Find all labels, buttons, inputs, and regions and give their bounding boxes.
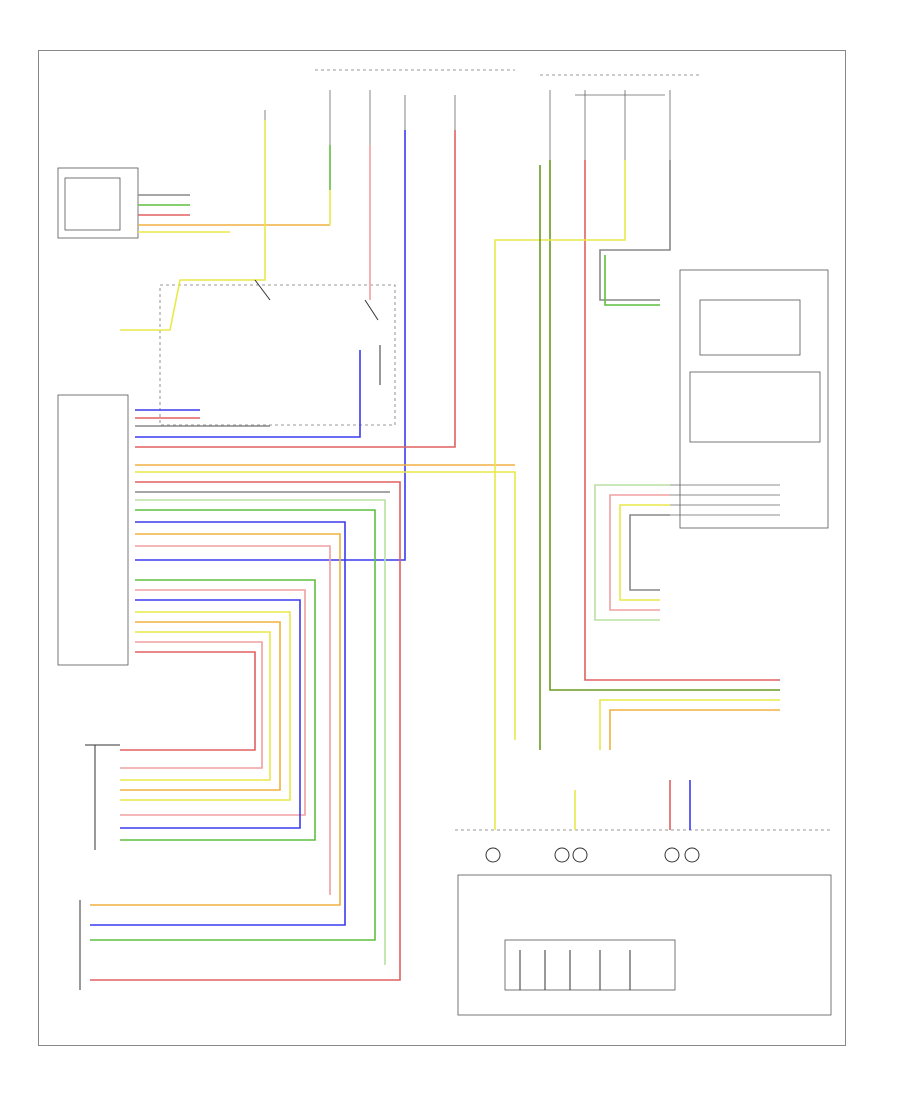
yaw-sensor-wires [138,194,330,233]
diagram-border [38,50,846,1046]
switch-icon [254,279,381,385]
steering-sensor-wires [494,160,780,830]
abs-control-module [57,394,129,666]
yellow-feed [120,120,331,331]
abs-module-wires [90,350,516,981]
ground-icon [485,847,700,863]
connector-icon [79,744,120,990]
steering-wheel-assembly [455,829,832,1016]
instrument-cluster [679,269,829,529]
blue-wire-main [135,130,406,561]
red-wire-main [135,130,456,448]
steering-switches [519,950,631,990]
yaw-sensor [57,167,139,239]
cluster-wires [594,484,780,621]
junction-block [159,284,396,426]
